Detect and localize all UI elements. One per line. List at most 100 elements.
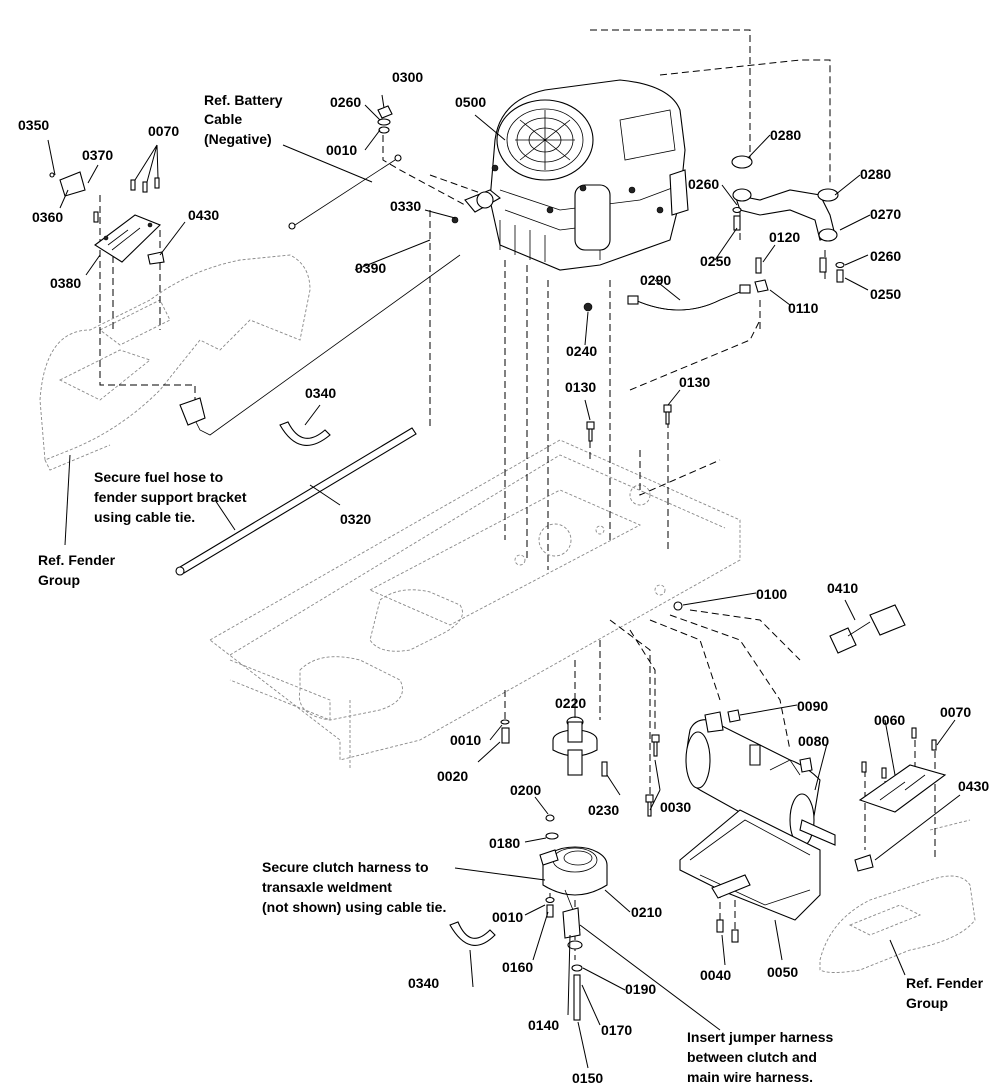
heat-shield[interactable] xyxy=(679,809,821,921)
callout-0230: 0230 xyxy=(588,802,619,818)
callout-0080: 0080 xyxy=(798,733,829,749)
callout-0240: 0240 xyxy=(566,343,597,359)
callout-0390: 0390 xyxy=(355,260,386,276)
note-battery-cable: Ref. Battery Cable (Negative) xyxy=(204,92,283,147)
note-fuel-hose: Secure fuel hose to fender support brack… xyxy=(94,469,247,525)
exhaust-hardware[interactable] xyxy=(732,206,845,283)
callout-0050: 0050 xyxy=(767,964,798,980)
leader-lines xyxy=(47,94,961,1069)
note-battery-cable-line-2: Cable xyxy=(204,111,242,127)
callout-0010-low: 0010 xyxy=(492,909,523,925)
callout-0280-right: 0280 xyxy=(860,166,891,182)
callout-0010-top: 0010 xyxy=(326,142,357,158)
note-fuel-hose-line-2: fender support bracket xyxy=(94,489,247,505)
bolt-0020[interactable] xyxy=(500,719,510,744)
throttle-cable[interactable] xyxy=(179,254,461,436)
hardware-stack-top[interactable] xyxy=(377,105,393,134)
callout-0060: 0060 xyxy=(874,712,905,728)
note-fender-right: Ref. Fender Group xyxy=(906,975,984,1011)
callout-0250-left: 0250 xyxy=(700,253,731,269)
fuel-hose[interactable] xyxy=(175,427,417,576)
note-fender-left-line-2: Group xyxy=(38,572,80,588)
note-fender-left: Ref. Fender Group xyxy=(38,552,116,588)
note-jumper-harness-line-1: Insert jumper harness xyxy=(687,1029,833,1045)
callout-0290: 0290 xyxy=(640,272,671,288)
note-clutch-harness-line-1: Secure clutch harness to xyxy=(262,859,429,875)
note-fender-right-line-2: Group xyxy=(906,995,948,1011)
nut-0100[interactable] xyxy=(673,601,683,611)
callout-0340-lower: 0340 xyxy=(408,975,439,991)
muffler[interactable] xyxy=(685,709,836,847)
callout-0140: 0140 xyxy=(528,1017,559,1033)
callout-0280-upper: 0280 xyxy=(770,127,801,143)
callout-0220: 0220 xyxy=(555,695,586,711)
callout-0170: 0170 xyxy=(601,1022,632,1038)
callout-0130-left: 0130 xyxy=(565,379,596,395)
callout-0380: 0380 xyxy=(50,275,81,291)
callout-0180: 0180 xyxy=(489,835,520,851)
callout-0130-right: 0130 xyxy=(679,374,710,390)
fuel-line[interactable] xyxy=(627,257,769,311)
callout-0430-left: 0430 xyxy=(188,207,219,223)
callout-0360: 0360 xyxy=(32,209,63,225)
note-battery-cable-line-3: (Negative) xyxy=(204,131,272,147)
starter-solenoid[interactable] xyxy=(451,189,501,224)
callout-0260-top: 0260 xyxy=(330,94,361,110)
callout-0030: 0030 xyxy=(660,799,691,815)
callout-0210: 0210 xyxy=(631,904,662,920)
callout-0250-right: 0250 xyxy=(870,286,901,302)
callout-0090: 0090 xyxy=(797,698,828,714)
fender-bracket-right[interactable] xyxy=(854,727,947,872)
exhaust-pipe[interactable] xyxy=(731,155,839,242)
callout-0330: 0330 xyxy=(390,198,421,214)
callout-0070-right: 0070 xyxy=(940,704,971,720)
fender-ghost-left xyxy=(39,254,311,471)
callout-0120: 0120 xyxy=(769,229,800,245)
battery-cable[interactable] xyxy=(288,154,402,230)
callout-0020: 0020 xyxy=(437,768,468,784)
callouts: 0350 0370 0070 0360 0380 0430 0300 0260 … xyxy=(18,69,989,1086)
frame-weldment-ghost xyxy=(209,439,741,770)
callout-0430-right: 0430 xyxy=(958,778,989,794)
nut-0240[interactable] xyxy=(583,302,593,312)
callout-0270: 0270 xyxy=(870,206,901,222)
bolts-0030[interactable] xyxy=(601,734,660,817)
note-jumper-harness-line-3: main wire harness. xyxy=(687,1069,813,1085)
note-jumper-harness: Insert jumper harness between clutch and… xyxy=(687,1029,833,1085)
hose-clip-upper[interactable] xyxy=(279,421,331,446)
note-fuel-hose-line-3: using cable tie. xyxy=(94,509,195,525)
callout-0410: 0410 xyxy=(827,580,858,596)
note-battery-cable-line-1: Ref. Battery xyxy=(204,92,283,108)
callout-0160: 0160 xyxy=(502,959,533,975)
engine-pulley[interactable] xyxy=(552,716,598,776)
engine[interactable] xyxy=(489,79,689,271)
callout-0500: 0500 xyxy=(455,94,486,110)
callout-0350: 0350 xyxy=(18,117,49,133)
jumper-connector[interactable] xyxy=(829,604,906,654)
note-clutch-harness-line-3: (not shown) using cable tie. xyxy=(262,899,446,915)
callout-0320: 0320 xyxy=(340,511,371,527)
note-fender-right-line-1: Ref. Fender xyxy=(906,975,984,991)
callout-0010-mid: 0010 xyxy=(450,732,481,748)
fender-bracket-left[interactable] xyxy=(94,214,161,263)
callout-0040: 0040 xyxy=(700,967,731,983)
note-fender-left-line-1: Ref. Fender xyxy=(38,552,116,568)
note-jumper-harness-line-2: between clutch and xyxy=(687,1049,817,1065)
fender-bracket-hardware-left[interactable] xyxy=(49,171,165,265)
bolts-0130[interactable] xyxy=(586,404,672,442)
callout-0190: 0190 xyxy=(625,981,656,997)
callout-0150: 0150 xyxy=(572,1070,603,1086)
callout-0300: 0300 xyxy=(392,69,423,85)
clutch-hardware[interactable] xyxy=(545,814,583,1021)
hose-clip-lower[interactable] xyxy=(449,921,496,946)
callout-0110: 0110 xyxy=(788,300,819,316)
note-clutch-harness-line-2: transaxle weldment xyxy=(262,879,392,895)
heat-shield-bolts[interactable] xyxy=(716,919,739,943)
callout-0100: 0100 xyxy=(756,586,787,602)
pto-clutch[interactable] xyxy=(539,846,608,931)
callout-0200: 0200 xyxy=(510,782,541,798)
assembly-lines xyxy=(99,29,936,960)
callout-0260-left: 0260 xyxy=(688,176,719,192)
note-clutch-harness: Secure clutch harness to transaxle weldm… xyxy=(262,859,446,915)
